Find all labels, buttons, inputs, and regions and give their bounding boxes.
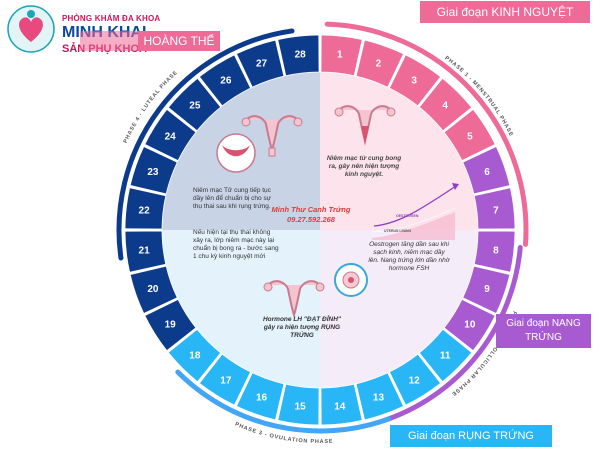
day-cell-26 <box>198 54 252 107</box>
day-number-15: 15 <box>295 401 307 412</box>
day-cell-21 <box>124 230 167 273</box>
luteal-note-2: Nếu hiện tại thụ thai không xảy ra, lớp … <box>193 229 279 260</box>
oestrogen-curve <box>373 185 457 227</box>
ovulation-note: Hormone LH "ĐẠT ĐỈNH" gây ra hiện tượng … <box>262 316 342 339</box>
day-number-4: 4 <box>442 100 448 111</box>
day-number-9: 9 <box>484 284 490 295</box>
day-cell-23 <box>129 145 178 195</box>
luteal-phase-banner: HOÀNG THỂ <box>138 31 220 51</box>
uterus-lining-label: UTERUS LINING <box>384 229 412 233</box>
day-cell-9 <box>462 265 511 315</box>
egg-zoom-ovulation <box>334 263 368 297</box>
day-number-10: 10 <box>464 320 476 331</box>
day-number-14: 14 <box>334 401 346 412</box>
day-number-24: 24 <box>165 131 177 142</box>
day-cell-4 <box>418 77 473 132</box>
day-number-28: 28 <box>295 50 307 61</box>
day-cell-2 <box>355 39 405 88</box>
day-number-13: 13 <box>373 393 385 404</box>
day-ring: 1234567891011121314151617181920212223242… <box>124 34 516 426</box>
ovulation-phase-banner: Giai đoạn RỤNG TRỨNG <box>390 425 552 447</box>
watermark: Minh Thư Canh Trứng 09.27.592.268 <box>266 205 356 225</box>
day-number-18: 18 <box>189 351 201 362</box>
day-cell-13 <box>355 372 405 421</box>
clinic-logo-emblem-icon <box>7 5 55 53</box>
day-number-23: 23 <box>147 167 159 178</box>
day-cell-27 <box>235 39 285 88</box>
day-cell-24 <box>144 108 197 162</box>
day-cell-14 <box>320 383 363 426</box>
uterus-zoom-luteal <box>216 133 256 173</box>
uterus-illustration-luteal <box>241 115 303 157</box>
day-cell-7 <box>473 187 516 230</box>
day-cell-25 <box>167 77 222 132</box>
uterus-illustration-ovulation <box>263 280 325 319</box>
day-number-12: 12 <box>409 375 421 386</box>
day-number-3: 3 <box>411 76 417 87</box>
day-number-1: 1 <box>337 50 343 61</box>
day-number-16: 16 <box>256 393 268 404</box>
day-number-2: 2 <box>376 58 382 69</box>
follicular-note: Oestrogen tăng dần sau khi sạch kinh, ni… <box>368 241 450 272</box>
day-cell-8 <box>473 230 516 273</box>
day-number-11: 11 <box>440 351 451 362</box>
day-cell-28 <box>277 34 320 77</box>
watermark-phone: 09.27.592.268 <box>287 215 335 224</box>
day-cell-11 <box>418 328 473 383</box>
luteal-arc <box>116 28 295 261</box>
uterus-illustration-menstrual <box>334 105 396 146</box>
day-number-17: 17 <box>220 375 232 386</box>
day-number-26: 26 <box>220 76 232 87</box>
day-cell-18 <box>167 328 222 383</box>
ovulation-quadrant <box>162 230 320 388</box>
day-cell-6 <box>462 145 511 195</box>
luteal-banner-faded-part <box>80 31 138 51</box>
day-number-20: 20 <box>147 284 159 295</box>
day-number-5: 5 <box>467 131 473 142</box>
day-cell-20 <box>129 265 178 315</box>
phase-arcs <box>116 21 529 434</box>
day-number-21: 21 <box>139 245 151 256</box>
day-cell-3 <box>388 54 442 107</box>
menstrual-note: Niêm mạc tử cung bong ra, gây nên hiện t… <box>326 155 402 178</box>
menstrual-phase-banner: Giai đoạn KINH NGUYỆT <box>420 1 590 23</box>
hormone-mini-chart <box>371 183 459 240</box>
day-cell-19 <box>144 298 197 352</box>
day-number-22: 22 <box>139 206 151 217</box>
day-cell-10 <box>443 298 496 352</box>
day-number-8: 8 <box>493 245 499 256</box>
luteal-note-1: Niêm mạc Tử cung tiếp tục dầy lên để chu… <box>193 187 272 210</box>
uterus-lining-area <box>372 212 455 240</box>
clinic-logo-line1: PHÒNG KHÁM ĐA KHOA <box>62 14 161 23</box>
day-cell-1 <box>320 34 363 77</box>
day-cell-15 <box>277 383 320 426</box>
day-number-27: 27 <box>256 58 268 69</box>
day-cell-16 <box>235 372 285 421</box>
follicular-phase-banner: Giai đoạn NANG TRỨNG <box>496 314 591 348</box>
oestrogen-label: OESTROGEN <box>396 214 419 218</box>
day-number-19: 19 <box>165 320 177 331</box>
lining-line <box>371 207 456 233</box>
day-cell-17 <box>198 353 252 406</box>
ovulation-arc <box>175 369 392 434</box>
menstrual-arc <box>324 21 529 247</box>
day-cell-12 <box>388 353 442 406</box>
follicular-arc <box>386 245 523 422</box>
day-number-25: 25 <box>189 100 201 111</box>
day-number-6: 6 <box>484 167 490 178</box>
oestrogen-arrow-icon <box>452 183 459 190</box>
watermark-name: Minh Thư Canh Trứng <box>271 205 351 214</box>
day-number-7: 7 <box>493 206 499 217</box>
day-cell-22 <box>124 187 167 230</box>
day-cell-5 <box>443 108 496 162</box>
